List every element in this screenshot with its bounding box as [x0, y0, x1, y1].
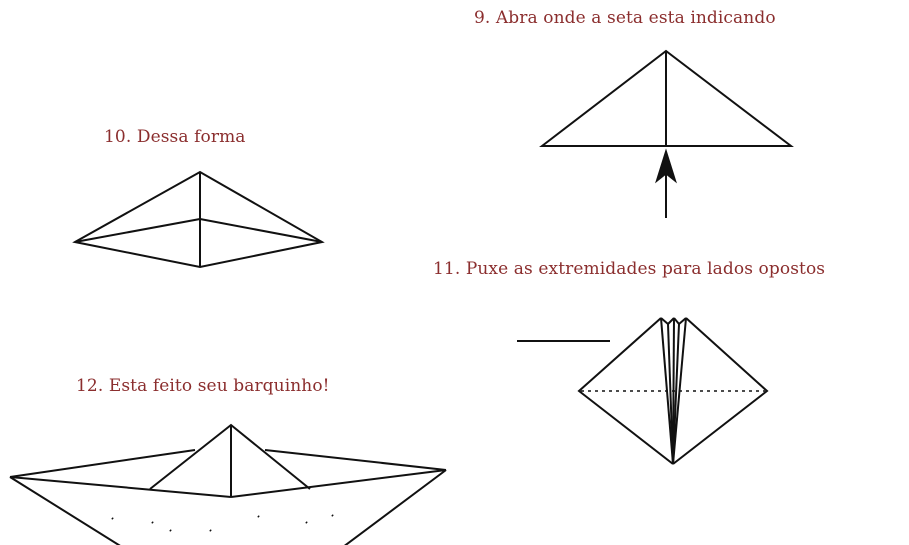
step-11-figure — [517, 317, 769, 465]
step-12-figure — [9, 423, 447, 545]
step-11-diamond-left — [577, 317, 674, 465]
step-11-pleat-4 — [672, 323, 680, 465]
step-11-pleat-top-4 — [678, 317, 687, 325]
boat-texture-dots — [111, 514, 334, 532]
boat-right-deck — [230, 469, 447, 498]
step-11-pleat-top-1 — [660, 317, 669, 325]
boat-left-deck — [9, 476, 232, 498]
step-10-right-crease — [199, 218, 323, 243]
step-11-diamond-right — [672, 317, 769, 465]
step-11-pleat-top-2 — [667, 317, 675, 325]
step-11-pleat-5 — [672, 317, 687, 465]
boat-left-wing — [9, 449, 196, 478]
step-10-caption: 10. Dessa forma — [104, 127, 246, 147]
step-10-left-crease — [74, 218, 201, 243]
step-11-pleat-1 — [660, 317, 674, 465]
step-11-caption: 11. Puxe as extremidades para lados opos… — [433, 259, 826, 279]
step-11-pleat-top-3 — [673, 317, 680, 325]
boat-hull — [9, 469, 447, 545]
step-12-caption: 12. Esta feito seu barquinho! — [76, 376, 330, 396]
step-10-figure — [72, 170, 325, 269]
boat-right-wing — [264, 449, 447, 471]
step-9-figure — [539, 49, 794, 218]
arrow-up-icon — [655, 148, 677, 184]
step-9-caption: 9. Abra onde a seta esta indicando — [474, 8, 776, 28]
